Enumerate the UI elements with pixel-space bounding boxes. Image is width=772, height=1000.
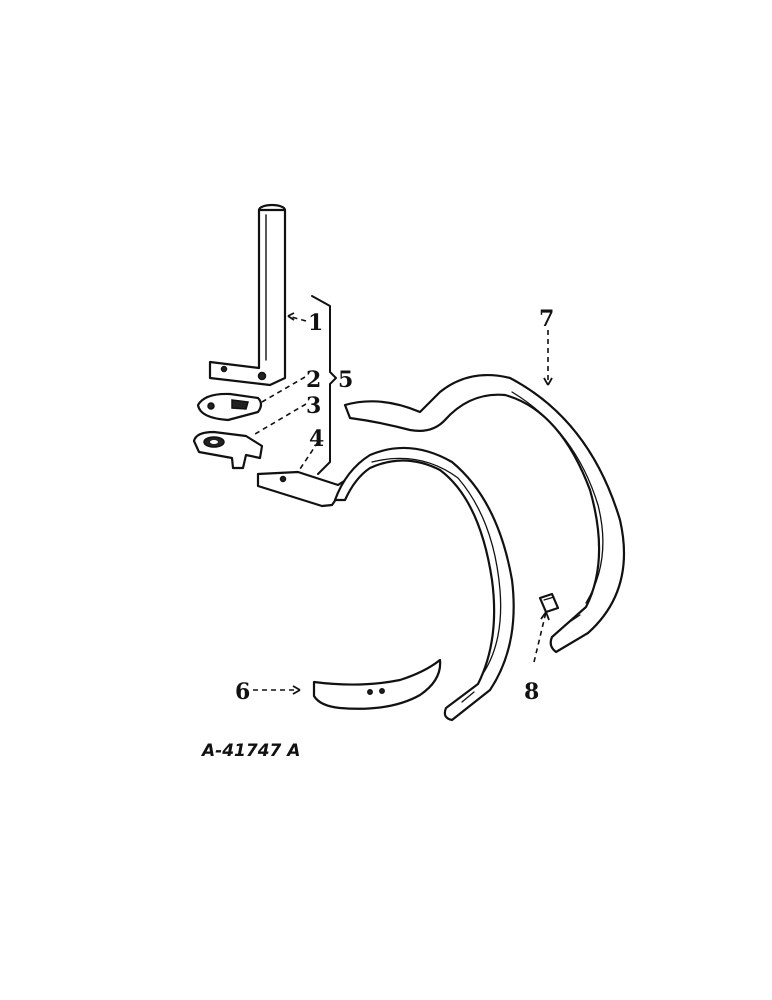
callout-2: 2 <box>306 367 321 393</box>
assembly-bracket <box>311 295 337 475</box>
callout-1: 1 <box>308 310 323 336</box>
callout-3: 3 <box>306 393 321 419</box>
callout-5: 5 <box>338 367 353 393</box>
figure-reference: A-41747 A <box>200 741 300 761</box>
callout-4: 4 <box>309 426 324 452</box>
part-2-clamp <box>196 392 263 422</box>
part-1-standard-post <box>208 203 287 387</box>
part-8-bushing <box>538 592 560 614</box>
part-6-shovel-point <box>312 658 442 710</box>
part-3-bracket <box>192 430 264 470</box>
callout-8: 8 <box>524 679 539 705</box>
callout-7: 7 <box>539 306 554 332</box>
leader-lines <box>253 312 553 695</box>
part-spring-tooth-front <box>333 446 515 722</box>
callout-6: 6 <box>235 679 250 705</box>
part-7-spring-tooth-rear <box>343 374 626 654</box>
